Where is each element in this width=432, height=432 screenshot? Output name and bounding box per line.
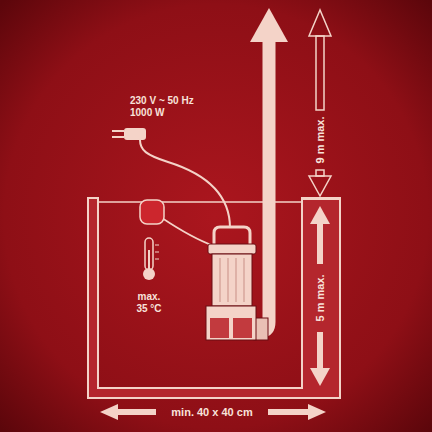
flow-arrow-head <box>250 8 288 42</box>
dimension-arrow-head <box>310 368 330 386</box>
dimension-arrow-shaft <box>317 224 323 264</box>
pump-motor <box>212 254 252 306</box>
dimension-arrow-shaft <box>118 409 156 415</box>
thermometer-tick <box>155 252 159 253</box>
dimension-arrow-shaft <box>316 36 324 110</box>
dimension-label: 5 m max. <box>314 274 326 321</box>
dimension-label: 9 m max. <box>314 116 326 163</box>
float-switch <box>140 200 164 224</box>
pump-foot <box>210 318 229 338</box>
level-tick <box>302 198 340 200</box>
pump-rib <box>236 258 237 302</box>
plug-pin <box>112 130 124 132</box>
thermometer-tick <box>155 259 159 260</box>
thermometer <box>145 238 153 270</box>
outlet-hose <box>256 40 269 331</box>
pump-base <box>206 306 256 340</box>
float-cable <box>162 218 214 246</box>
dimension-arrow-head <box>100 404 118 420</box>
dimension-arrow-shaft <box>317 332 323 368</box>
power-cable <box>140 140 230 228</box>
temperature-label: 35 °C <box>136 303 161 314</box>
pump-handle <box>214 227 250 246</box>
power-label: 1000 W <box>130 107 164 118</box>
thermometer-tick <box>155 245 159 246</box>
voltage-label: 230 V ~ 50 Hz <box>130 95 194 106</box>
plug-pin <box>112 136 124 138</box>
dimension-arrow-shaft <box>268 409 308 415</box>
thermometer-column <box>148 250 150 270</box>
pump-rib <box>244 258 245 302</box>
dimension-arrow-head <box>310 206 330 224</box>
dimension-arrow-head <box>308 404 326 420</box>
pit-wall <box>88 198 340 398</box>
pump-rib <box>228 258 229 302</box>
dimension-arrow-shaft <box>316 170 324 176</box>
dimension-arrow-head <box>309 10 331 36</box>
pump-cap <box>208 244 256 254</box>
plug <box>124 128 146 140</box>
pump-foot <box>233 318 252 338</box>
pump-rib <box>220 258 221 302</box>
dimension-arrow-head <box>309 176 331 196</box>
temperature-label: max. <box>138 291 161 302</box>
dimension-label: min. 40 x 40 cm <box>171 406 252 418</box>
